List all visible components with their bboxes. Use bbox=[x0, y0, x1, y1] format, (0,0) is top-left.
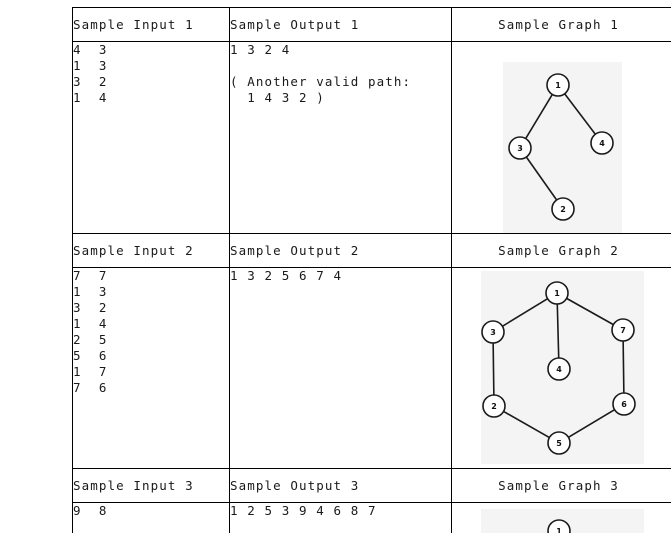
body-cell-output-3: 1 2 5 3 9 4 6 8 7 bbox=[229, 502, 452, 533]
table-header-row-3: Sample Input 3 Sample Output 3 Sample Gr… bbox=[72, 468, 671, 503]
graph-node-label: 4 bbox=[599, 139, 605, 148]
sample-input-3-text: 9 8 bbox=[73, 503, 108, 518]
header-cell-input-1: Sample Input 1 bbox=[72, 7, 230, 42]
graph-panel-3: 1 bbox=[480, 509, 644, 533]
graph-edge bbox=[525, 156, 557, 201]
graph-edge bbox=[555, 303, 560, 359]
graph-panel-2: 1 3 7 4 2 6 5 bbox=[480, 271, 644, 464]
sample-output-1-title: Sample Output 1 bbox=[230, 17, 360, 32]
body-cell-graph-1: 1 3 4 2 bbox=[451, 41, 671, 234]
header-cell-output-1: Sample Output 1 bbox=[229, 7, 452, 42]
graph-node-1 bbox=[544, 281, 569, 305]
header-cell-input-2: Sample Input 2 bbox=[72, 233, 230, 268]
sample-input-1-title: Sample Input 1 bbox=[73, 17, 194, 32]
body-cell-graph-3: 1 bbox=[451, 502, 671, 533]
graph-edge bbox=[491, 342, 495, 396]
header-cell-output-2: Sample Output 2 bbox=[229, 233, 452, 268]
body-cell-output-1: 1 3 2 4 ( Another valid path: 1 4 3 2 ) bbox=[229, 41, 452, 234]
graph-node-4 bbox=[589, 131, 614, 155]
body-cell-input-1: 4 3 1 3 3 2 1 4 bbox=[72, 41, 230, 234]
graph-edge bbox=[621, 340, 625, 394]
header-cell-output-3: Sample Output 3 bbox=[229, 468, 452, 503]
graph-node-7 bbox=[610, 318, 635, 342]
table-header-row-2: Sample Input 2 Sample Output 2 Sample Gr… bbox=[72, 233, 671, 268]
graph-node-label: 4 bbox=[556, 365, 562, 374]
sample-output-2-text: 1 3 2 5 6 7 4 bbox=[230, 268, 343, 283]
graph-node-label: 2 bbox=[560, 205, 566, 214]
sample-input-1-text: 4 3 1 3 3 2 1 4 bbox=[73, 42, 108, 105]
sample-output-3-title: Sample Output 3 bbox=[230, 478, 360, 493]
sample-output-3-text: 1 2 5 3 9 4 6 8 7 bbox=[230, 503, 377, 518]
graph-node-1 bbox=[545, 73, 570, 97]
graph-node-5 bbox=[546, 431, 571, 455]
body-cell-input-3: 9 8 bbox=[72, 502, 230, 533]
graph-node-label: 7 bbox=[620, 326, 626, 335]
header-cell-graph-3: Sample Graph 3 bbox=[451, 468, 671, 503]
sample-graph-2-title: Sample Graph 2 bbox=[498, 243, 619, 258]
graph-node-label: 3 bbox=[517, 144, 523, 153]
table-body-row-3: 9 8 1 2 5 3 9 4 6 8 7 1 bbox=[72, 502, 671, 533]
sample-output-1-text: 1 3 2 4 ( Another valid path: 1 4 3 2 ) bbox=[230, 42, 412, 105]
graph-edge bbox=[563, 93, 596, 135]
graph-node-label: 1 bbox=[556, 527, 562, 533]
sample-input-3-title: Sample Input 3 bbox=[73, 478, 194, 493]
graph-node-2 bbox=[550, 197, 575, 221]
graph-node-label: 1 bbox=[554, 289, 560, 298]
graph-node-6 bbox=[611, 392, 636, 416]
graph-edge bbox=[567, 408, 615, 439]
header-cell-input-3: Sample Input 3 bbox=[72, 468, 230, 503]
graph-node-label: 2 bbox=[491, 402, 497, 411]
sample-input-2-title: Sample Input 2 bbox=[73, 243, 194, 258]
graph-node-label: 6 bbox=[621, 400, 627, 409]
graph-edge bbox=[565, 297, 614, 326]
graph-node-4 bbox=[546, 357, 571, 381]
sample-graph-1-title: Sample Graph 1 bbox=[498, 17, 619, 32]
graph-node-1 bbox=[546, 519, 571, 533]
table-body-row-2: 7 7 1 3 3 2 1 4 2 5 5 6 1 7 7 6 1 3 2 5 … bbox=[72, 267, 671, 469]
graph-edge bbox=[501, 298, 548, 327]
samples-table: Sample Input 1 Sample Output 1 Sample Gr… bbox=[72, 7, 671, 533]
graph-node-label: 3 bbox=[490, 328, 496, 337]
body-cell-input-2: 7 7 1 3 3 2 1 4 2 5 5 6 1 7 7 6 bbox=[72, 267, 230, 469]
graph-node-2 bbox=[481, 394, 506, 418]
graph-node-3 bbox=[507, 136, 532, 160]
graph-edge bbox=[502, 410, 550, 439]
graph-node-label: 5 bbox=[556, 439, 562, 448]
body-cell-output-2: 1 3 2 5 6 7 4 bbox=[229, 267, 452, 469]
sample-output-2-title: Sample Output 2 bbox=[230, 243, 360, 258]
graph-node-3 bbox=[480, 320, 505, 344]
body-cell-graph-2: 1 3 7 4 2 6 5 bbox=[451, 267, 671, 469]
table-body-row-1: 4 3 1 3 3 2 1 4 1 3 2 4 ( Another valid … bbox=[72, 41, 671, 234]
table-header-row-1: Sample Input 1 Sample Output 1 Sample Gr… bbox=[72, 7, 671, 42]
graph-node-label: 1 bbox=[555, 81, 561, 90]
header-cell-graph-1: Sample Graph 1 bbox=[451, 7, 671, 42]
sample-input-2-text: 7 7 1 3 3 2 1 4 2 5 5 6 1 7 7 6 bbox=[73, 268, 108, 395]
graph-edge bbox=[524, 94, 553, 139]
graph-panel-1: 1 3 4 2 bbox=[502, 62, 622, 233]
header-cell-graph-2: Sample Graph 2 bbox=[451, 233, 671, 268]
sample-graph-3-title: Sample Graph 3 bbox=[498, 478, 619, 493]
